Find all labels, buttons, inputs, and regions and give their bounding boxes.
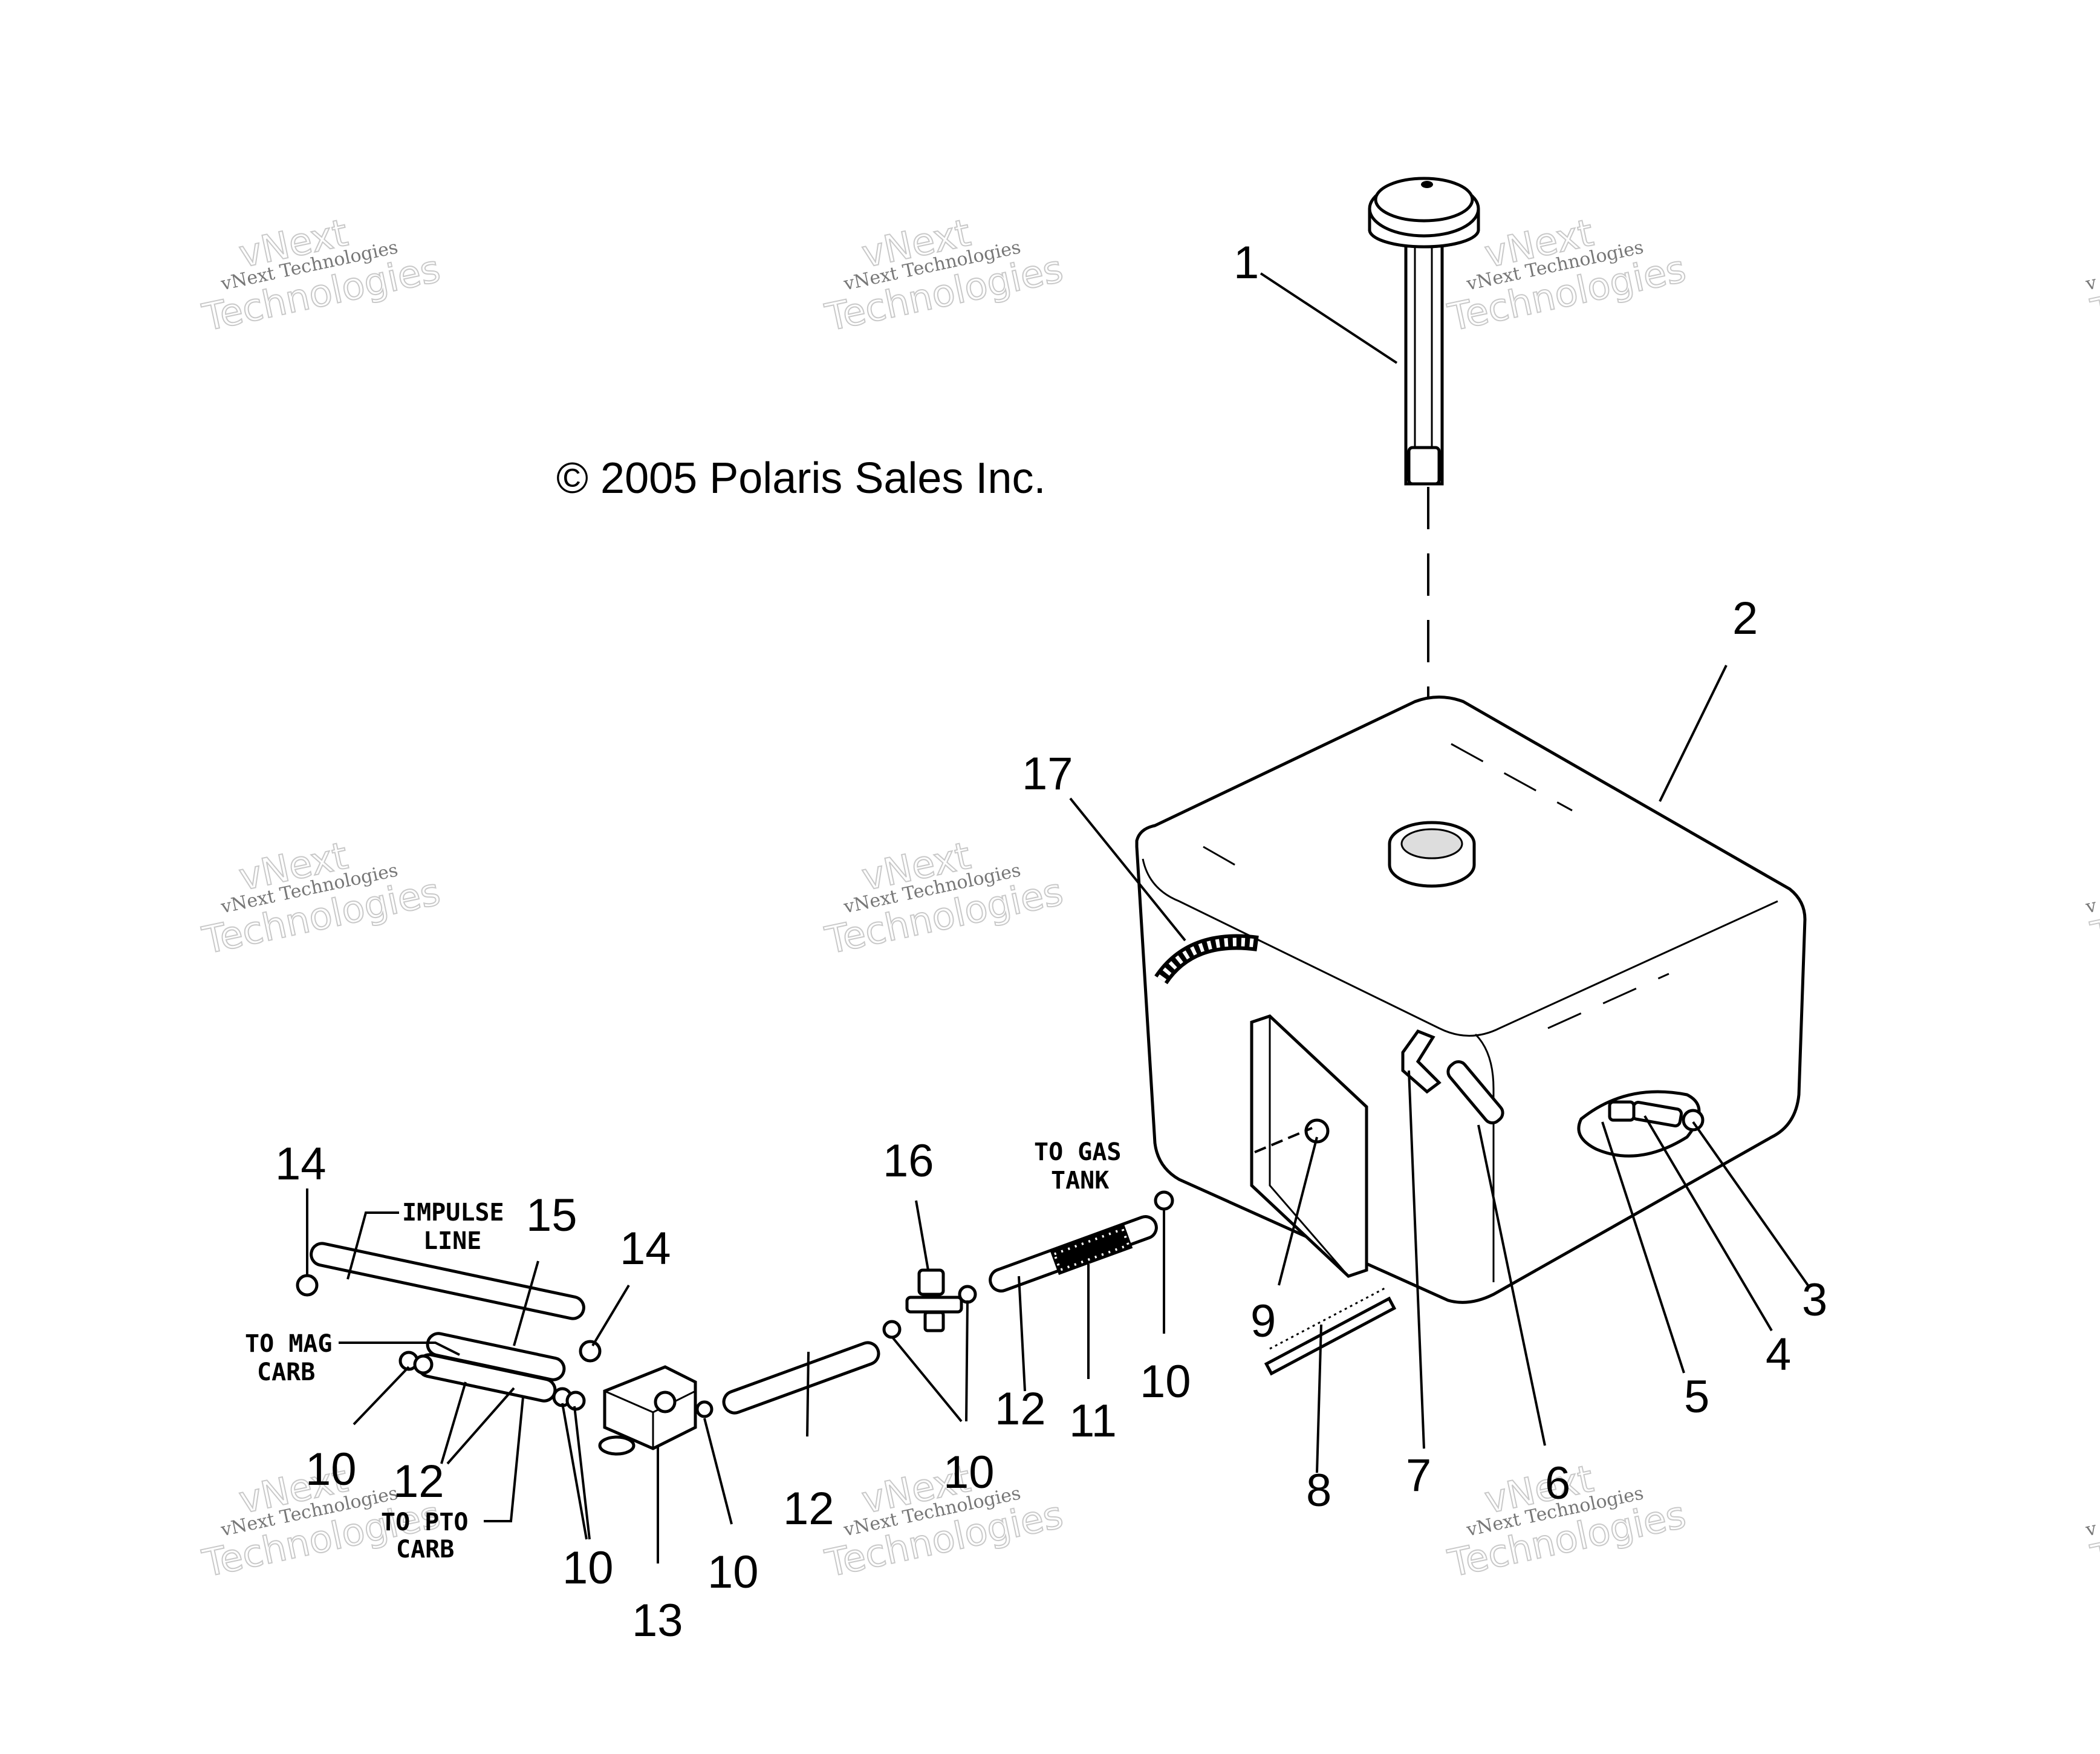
part-1-fill-cap-dipstick xyxy=(1368,177,1480,486)
part-14-clamp-right xyxy=(579,1340,602,1363)
callout-11: 11 xyxy=(1069,1395,1117,1447)
annotation-to-gas-tank: TO GAS TANK xyxy=(1034,1138,1122,1195)
part-7-elbow-fitting xyxy=(1401,1029,1442,1094)
svg-text:TO MAG: TO MAG xyxy=(245,1330,333,1358)
callout-7: 7 xyxy=(1406,1450,1431,1501)
watermark: vNext vNext Technologies Technologies xyxy=(198,210,444,341)
part-15-impulse-hose xyxy=(310,1242,585,1320)
annotation-impulse-line: IMPULSE LINE xyxy=(402,1199,504,1255)
annotation-to-pto-carb: TO PTO CARB xyxy=(381,1508,469,1563)
part-8-cable-tie xyxy=(1264,1287,1397,1376)
watermark: vNext vNext Technologies Technologies xyxy=(198,833,444,963)
callout-2: 2 xyxy=(1732,593,1758,644)
watermark-edge: v Te xyxy=(2083,272,2100,336)
svg-text:Te: Te xyxy=(2087,1529,2100,1580)
annotation-to-mag-carb: TO MAG CARB xyxy=(245,1330,333,1386)
callout-10-right: 10 xyxy=(1140,1356,1191,1407)
callout-10-pump: 10 xyxy=(707,1547,759,1598)
callout-15: 15 xyxy=(526,1190,577,1241)
callout-labels: 1 2 3 4 5 6 7 8 9 10 10 10 10 10 10 11 1… xyxy=(275,237,1827,1646)
callout-6: 6 xyxy=(1545,1458,1570,1509)
svg-text:IMPULSE: IMPULSE xyxy=(402,1199,504,1227)
callout-10-left: 10 xyxy=(305,1444,357,1495)
part-10-clamp-far-right xyxy=(1154,1190,1174,1211)
callout-14-left: 14 xyxy=(275,1138,327,1190)
part-14-clamp-left xyxy=(296,1274,319,1297)
part-17-vent-hose xyxy=(1154,934,1259,985)
part-6-hose xyxy=(1446,1060,1504,1125)
callout-8: 8 xyxy=(1306,1465,1331,1516)
svg-text:TO GAS: TO GAS xyxy=(1034,1138,1122,1166)
watermark: vNext vNext Technologies Technologies xyxy=(821,1456,1067,1586)
watermark: vNext vNext Technologies Technologies xyxy=(821,210,1067,341)
part-12-hose-middle xyxy=(722,1341,880,1415)
part-11-spring-guard xyxy=(1050,1224,1133,1275)
callout-12-middle: 12 xyxy=(783,1483,834,1534)
leader-lines xyxy=(306,272,1809,1563)
part-13-fuel-pump xyxy=(598,1365,714,1456)
svg-text:TANK: TANK xyxy=(1051,1167,1109,1195)
callout-13: 13 xyxy=(632,1595,683,1646)
svg-text:LINE: LINE xyxy=(423,1227,481,1255)
svg-text:CARB: CARB xyxy=(257,1358,315,1386)
callout-9: 9 xyxy=(1250,1296,1276,1347)
part-10-clamps-middle xyxy=(882,1285,977,1339)
watermark: vNext vNext Technologies Technologies xyxy=(821,833,1067,963)
callout-12-left: 12 xyxy=(393,1456,444,1507)
watermark-edge: v Te xyxy=(2083,1518,2100,1582)
part-10-clamps-left xyxy=(398,1351,586,1411)
svg-text:TO PTO: TO PTO xyxy=(381,1508,469,1536)
callout-16: 16 xyxy=(883,1135,934,1187)
part-2-oil-tank xyxy=(1135,696,1807,1304)
callout-17: 17 xyxy=(1022,748,1073,800)
callout-14-right: 14 xyxy=(620,1223,671,1274)
callout-4: 4 xyxy=(1766,1329,1791,1380)
svg-text:CARB: CARB xyxy=(396,1536,454,1563)
callout-10-middle: 10 xyxy=(943,1447,995,1498)
callout-1: 1 xyxy=(1234,237,1259,289)
callout-12-right: 12 xyxy=(995,1383,1046,1435)
callout-10-lower: 10 xyxy=(562,1542,614,1594)
watermark-edge: v Te xyxy=(2083,895,2100,959)
callout-5: 5 xyxy=(1684,1371,1709,1423)
parts-3-4-5-outlet-fittings xyxy=(1608,1100,1705,1132)
svg-text:Te: Te xyxy=(2087,283,2100,334)
svg-text:Te: Te xyxy=(2087,906,2100,957)
copyright-text: © 2005 Polaris Sales Inc. xyxy=(556,454,1045,503)
callout-3: 3 xyxy=(1802,1274,1827,1326)
part-16-tee-fitting xyxy=(905,1268,963,1332)
